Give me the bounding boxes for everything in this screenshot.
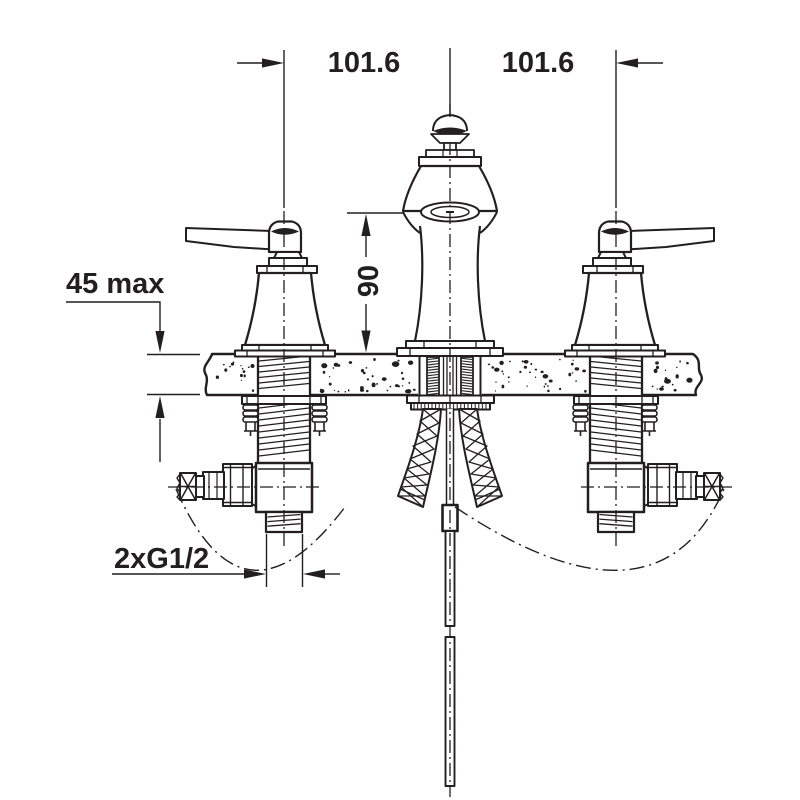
arrowhead-up-icon <box>155 396 165 418</box>
dimensions <box>66 48 663 587</box>
arrowhead-down-icon <box>361 330 371 353</box>
arrowhead-down-icon <box>155 331 165 353</box>
handle-escutcheon <box>243 271 327 347</box>
lock-nut-coils <box>242 404 328 436</box>
left-handle-and-valve <box>168 211 336 546</box>
arrowhead-left-icon <box>616 58 638 68</box>
swing-arc-left <box>175 488 346 571</box>
arrowhead-right-icon <box>262 58 284 68</box>
dim-label-deck-max: 45 max <box>66 268 164 300</box>
spout-and-tailpieces <box>396 104 504 797</box>
nut-row-hatch <box>413 404 487 409</box>
dim-label-spacing-left: 101.6 <box>328 47 401 79</box>
spout-body <box>413 225 487 342</box>
dim-label-thread-size: 2xG1/2 <box>114 543 209 575</box>
dim-label-spout-height: 90 <box>353 265 385 297</box>
hose-swing-arcs <box>175 488 725 571</box>
arrowhead-right-icon <box>244 569 266 579</box>
arrowhead-up-icon <box>361 214 371 236</box>
lever-handle <box>185 220 336 358</box>
supply-nut <box>222 463 253 507</box>
dim-label-spacing-right: 101.6 <box>502 47 575 79</box>
swing-arc-right <box>454 488 725 571</box>
arrowhead-left-icon <box>303 569 325 579</box>
flexible-supply-hose-right <box>458 408 503 508</box>
flexible-supply-hose <box>397 408 442 508</box>
deck-speckle-texture <box>215 358 693 394</box>
